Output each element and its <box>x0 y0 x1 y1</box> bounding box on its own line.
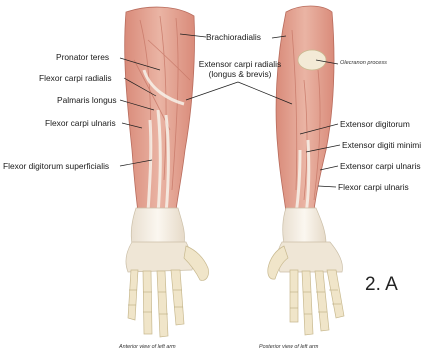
label-extensor-carpi-radialis-sub: (longus & brevis) <box>188 70 292 78</box>
label-extensor-carpi-radialis: Extensor carpi radialis <box>188 60 292 68</box>
label-extensor-digiti-minimi: Extensor digiti minimi <box>342 141 421 149</box>
label-extensor-digitorum: Extensor digitorum <box>340 120 410 128</box>
label-olecranon-process: Olecranon process <box>340 61 387 67</box>
label-flexor-carpi-ulnaris-right: Flexor carpi ulnaris <box>338 183 409 191</box>
posterior-arm-illustration <box>268 6 344 335</box>
anterior-fingers <box>128 270 184 337</box>
caption-anterior-view: Anterior view of left arm <box>119 345 176 350</box>
label-flexor-digitorum-superficialis: Flexor digitorum superficialis <box>3 162 109 170</box>
label-flexor-carpi-radialis: Flexor carpi radialis <box>39 74 112 82</box>
anterior-palm <box>126 242 193 272</box>
label-brachioradialis: Brachioradialis <box>206 33 261 41</box>
leader-extensor-carpi-ulnaris <box>320 166 338 170</box>
leader-flexor-carpi-ulnaris-right <box>318 186 336 187</box>
posterior-wrist <box>283 208 326 244</box>
label-extensor-carpi-ulnaris: Extensor carpi ulnaris <box>340 162 421 170</box>
olecranon-bone <box>298 50 326 70</box>
anterior-arm-illustration <box>125 7 209 337</box>
caption-posterior-view: Posterior view of left arm <box>259 345 318 350</box>
anterior-wrist <box>131 208 184 244</box>
posterior-fingers <box>290 270 344 335</box>
slide-list-item-fragment: 2. A <box>365 275 398 294</box>
label-pronator-teres: Pronator teres <box>56 53 109 61</box>
label-flexor-carpi-ulnaris-left: Flexor carpi ulnaris <box>45 119 116 127</box>
label-palmaris-longus: Palmaris longus <box>57 96 117 104</box>
leader-ecr-a <box>186 82 238 100</box>
posterior-forearm-muscles <box>276 6 334 212</box>
